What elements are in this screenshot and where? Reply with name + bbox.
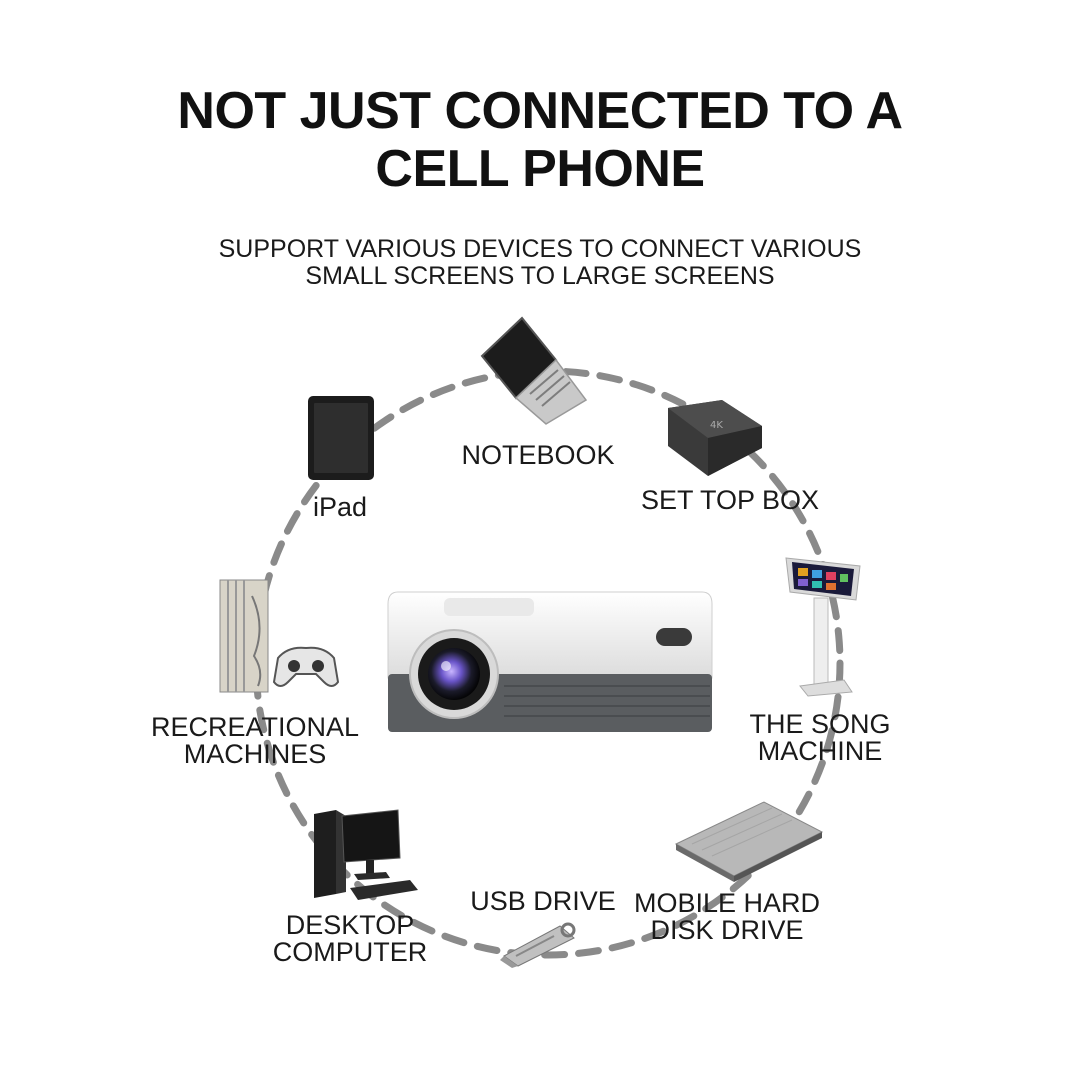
svg-text:4K: 4K	[710, 420, 723, 431]
label-recreational-line-2: MACHINES	[183, 739, 327, 769]
label-desktop-line-2: COMPUTER	[272, 937, 428, 967]
label-notebook: NOTEBOOK	[461, 440, 615, 470]
headline-line-1: NOT JUST CONNECTED TO A	[177, 82, 903, 140]
subheadline: SUPPORT VARIOUS DEVICES TO CONNECT VARIO…	[0, 236, 1080, 290]
game-console-icon	[219, 579, 340, 693]
label-song-machine-line-1: THE SONG	[749, 709, 891, 739]
label-usb-drive: USB DRIVE	[470, 886, 616, 916]
label-hard-disk-line-1: MOBILE HARD	[633, 888, 821, 918]
hard-disk-icon	[674, 801, 824, 882]
label-desktop-line-1: DESKTOP	[285, 910, 415, 940]
label-hard-disk-line-2: DISK DRIVE	[650, 915, 804, 945]
tablet-icon	[308, 396, 374, 480]
desktop-computer-icon	[314, 809, 418, 900]
projector-icon	[387, 591, 713, 732]
subheadline-line-1: SUPPORT VARIOUS DEVICES TO CONNECT VARIO…	[218, 235, 862, 263]
label-mobile-hard-disk: MOBILE HARD DISK DRIVE	[626, 890, 828, 944]
label-desktop-computer: DESKTOP COMPUTER	[260, 912, 440, 966]
label-ipad: iPad	[312, 492, 368, 522]
label-recreational-machines: RECREATIONAL MACHINES	[140, 714, 370, 768]
karaoke-kiosk-icon	[785, 557, 861, 697]
headline-line-2: CELL PHONE	[375, 140, 705, 198]
subheadline-line-2: SMALL SCREENS TO LARGE SCREENS	[305, 262, 775, 290]
usb-drive-icon	[500, 922, 576, 968]
label-song-machine-line-2: MACHINE	[757, 736, 883, 766]
set-top-box-icon: 4K	[668, 400, 762, 476]
label-set-top-box: SET TOP BOX	[640, 485, 820, 515]
label-recreational-line-1: RECREATIONAL	[150, 712, 360, 742]
laptop-icon	[480, 316, 588, 425]
label-song-machine: THE SONG MACHINE	[730, 711, 910, 765]
headline: NOT JUST CONNECTED TO A CELL PHONE	[0, 82, 1080, 198]
